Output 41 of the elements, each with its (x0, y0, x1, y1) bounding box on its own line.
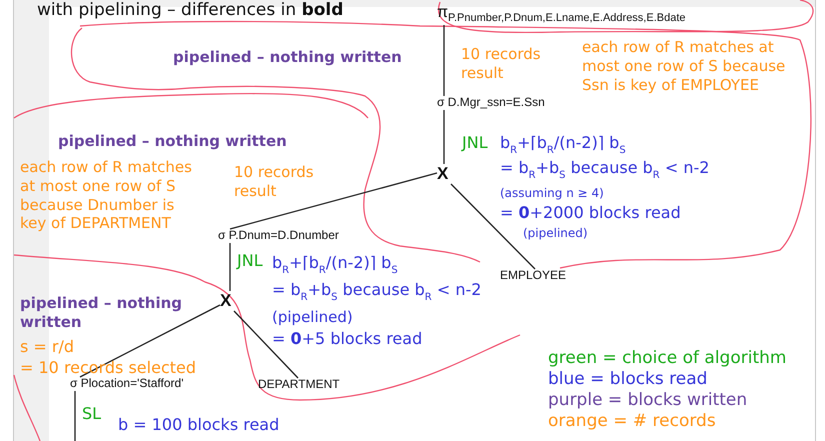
slide-title: with pipelining – differences in bold (37, 0, 344, 20)
legend-entry: blue = blocks read (548, 369, 708, 390)
cost-formula: = 0+5 blocks read (272, 329, 422, 349)
cost-formula: = 0+2000 blocks read (500, 203, 681, 223)
selection-operator: σ P.Dnum=D.Dnumber (218, 229, 339, 243)
selection-operator: σ Plocation='Stafford' (70, 377, 184, 391)
tree-edge (450, 184, 536, 270)
tree-edge (443, 25, 445, 96)
annotation: pipelined – nothing written (20, 294, 183, 332)
annotation: (pipelined) (272, 308, 353, 327)
cost-formula: b = 100 blocks read (118, 415, 280, 435)
tree-edge (234, 310, 298, 378)
tree-edge (443, 110, 445, 164)
annotation: pipelined – nothing written (58, 132, 287, 151)
cost-formula: = b$_{R}$+b$_{S}$ because b$_{R}$ < n-2 (272, 280, 482, 304)
cost-formula: b$_{R}$+⌈b$_{R}$/(n-2)⌉ b$_{S}$ (500, 133, 626, 158)
selection-operator: σ D.Mgr_ssn=E.Ssn (437, 96, 545, 110)
annotation: 10 records result (234, 163, 314, 200)
relation-name: DEPARTMENT (258, 378, 340, 392)
legend-entry: purple = blocks written (548, 390, 748, 411)
annotation: s = r/d (20, 337, 74, 357)
annotation: (assuming n ≥ 4) (500, 186, 604, 201)
tree-edge (229, 243, 231, 291)
legend-entry: orange = # records (548, 411, 717, 432)
join-operator: X (220, 291, 232, 311)
annotation: each row of R matches at most one row of S because Ssn is key of EMPLOYEE (582, 38, 786, 94)
cost-formula: = b$_{R}$+b$_{S}$ because b$_{R}$ < n-2 (500, 158, 710, 182)
annotation: each row of R matches at most one row of S because Dnumber is key of DEPARTMENT (20, 158, 193, 233)
join-operator: X (437, 164, 448, 184)
algorithm-label: JNL (462, 133, 488, 153)
tree-edge (74, 391, 76, 441)
algorithm-label: SL (82, 404, 102, 424)
cost-formula: b$_{R}$+⌈b$_{R}$/(n-2)⌉ b$_{S}$ (272, 253, 398, 278)
tree-edge (230, 172, 438, 230)
annotation: 10 records result (461, 45, 541, 82)
relation-name: EMPLOYEE (500, 269, 566, 283)
tree-edge (80, 304, 220, 378)
algorithm-label: JNL (237, 251, 263, 271)
annotation: (pipelined) (523, 226, 588, 241)
legend-entry: green = choice of algorithm (548, 348, 786, 369)
annotation: pipelined – nothing written (173, 48, 402, 67)
